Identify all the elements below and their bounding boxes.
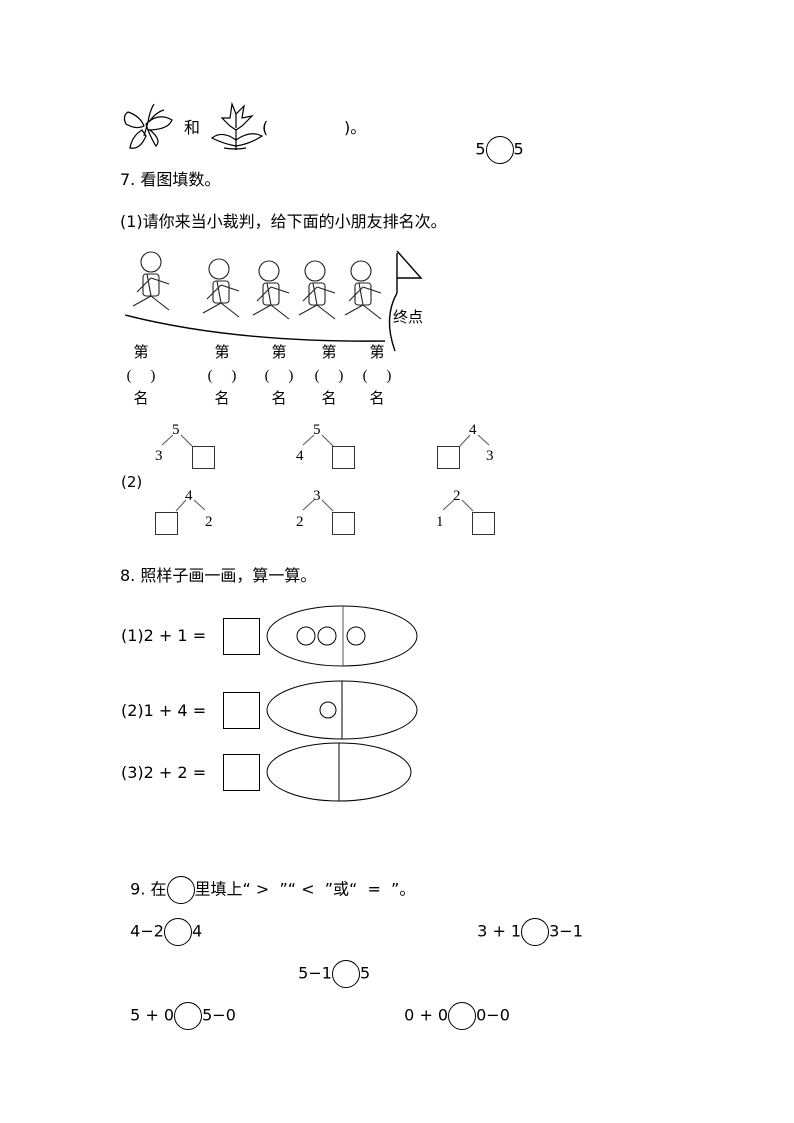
q9-left: 3 + 1 <box>477 921 522 941</box>
q9-compare-circle[interactable] <box>174 1002 203 1030</box>
q9-left: 5−1 <box>298 963 332 983</box>
flower-icon <box>210 101 264 150</box>
bond-answer-box[interactable] <box>472 512 495 535</box>
q9-right: 0−0 <box>476 1005 510 1025</box>
rank-blank[interactable]: ( ) <box>264 368 294 384</box>
q7-part1: (1)请你来当小裁判，给下面的小朋友排名次。 <box>120 212 447 231</box>
rank-top: 第 <box>321 345 337 361</box>
and-label: 和 <box>184 118 201 137</box>
q9-left: 5 + 0 <box>130 1005 175 1025</box>
q9-title-post: 里填上“ > ”“ < ”或“ = ”。 <box>194 879 416 899</box>
compare-right: 5 <box>513 139 524 159</box>
q7-title: 7. 看图填数。 <box>120 170 221 189</box>
rank-top: 第 <box>369 345 385 361</box>
circle-icon <box>296 626 316 646</box>
q9-right: 5−0 <box>202 1005 236 1025</box>
bond-part: 1 <box>436 514 444 530</box>
bond-answer-box[interactable] <box>332 446 355 469</box>
q9-compare-circle[interactable] <box>521 918 550 946</box>
rank-blank[interactable]: ( ) <box>314 368 344 384</box>
bond-lines <box>161 434 490 512</box>
bond-part: 2 <box>296 514 304 530</box>
q9-title-pre: 9. 在 <box>130 879 167 899</box>
q7-part2-label: (2) <box>121 473 143 491</box>
rank-top: 第 <box>214 345 230 361</box>
rank-bottom: 名 <box>321 391 337 407</box>
bond-whole: 4 <box>185 488 193 504</box>
q9-compare-circle[interactable] <box>448 1002 477 1030</box>
q8-answer-box[interactable] <box>223 618 260 655</box>
rank-blank[interactable]: ( ) <box>207 368 237 384</box>
bond-part: 3 <box>486 448 494 464</box>
circle-icon <box>317 626 337 646</box>
q9-left: 0 + 0 <box>404 1005 449 1025</box>
bond-answer-box[interactable] <box>437 446 460 469</box>
q9-item: 0 + 0 0−0 <box>394 982 510 1030</box>
bond-answer-box[interactable] <box>332 512 355 535</box>
q9-item: 5 + 0 5−0 <box>120 982 236 1030</box>
q9-item: 3 + 1 3−1 <box>467 898 583 946</box>
answer-paren-open: ( <box>262 118 269 137</box>
q9-title: 9. 在 里填上“ > ”“ < ”或“ = ”。 <box>120 856 415 904</box>
q9-compare-circle[interactable] <box>331 960 360 988</box>
q9-right: 5 <box>359 963 371 983</box>
q8-oval[interactable] <box>265 678 421 742</box>
bond-part: 3 <box>155 448 163 464</box>
rank-top: 第 <box>133 345 149 361</box>
q8-equation: (1)2 + 1 = <box>121 626 207 645</box>
q8-title: 8. 照样子画一画，算一算。 <box>120 566 317 585</box>
compare-left: 5 <box>475 139 486 159</box>
q8-equation: (2)1 + 4 = <box>121 701 207 720</box>
rank-blank[interactable]: ( ) <box>126 368 156 384</box>
q8-oval[interactable] <box>265 740 415 804</box>
compare-circle[interactable] <box>485 136 514 164</box>
circle-icon <box>346 626 366 646</box>
q8-answer-box[interactable] <box>223 692 260 729</box>
bond-whole: 4 <box>469 422 477 438</box>
bond-whole: 2 <box>453 488 461 504</box>
q9-right: 4 <box>191 921 203 941</box>
answer-blank[interactable] <box>272 114 342 138</box>
q9-item: 5−1 5 <box>288 940 370 988</box>
circle-icon <box>319 701 337 719</box>
bond-whole: 3 <box>313 488 321 504</box>
q9-compare-circle[interactable] <box>163 918 192 946</box>
answer-paren-close: )。 <box>344 118 367 137</box>
bond-whole: 5 <box>313 422 321 438</box>
circle-icon <box>166 876 195 904</box>
q9-item: 4−2 4 <box>120 898 202 946</box>
rank-bottom: 名 <box>133 391 149 407</box>
rank-bottom: 名 <box>214 391 230 407</box>
butterfly-icon <box>123 103 173 149</box>
race-illustration <box>124 250 423 352</box>
rank-blank[interactable]: ( ) <box>362 368 392 384</box>
q9-right: 3−1 <box>549 921 583 941</box>
bond-part: 2 <box>205 514 213 530</box>
bond-answer-box[interactable] <box>155 512 178 535</box>
rank-bottom: 名 <box>369 391 385 407</box>
bond-whole: 5 <box>172 422 180 438</box>
bond-part: 4 <box>296 448 304 464</box>
runners <box>132 251 382 320</box>
q8-answer-box[interactable] <box>223 754 260 791</box>
q8-equation: (3)2 + 2 = <box>121 763 207 782</box>
q9-left: 4−2 <box>130 921 164 941</box>
q8-oval[interactable] <box>265 604 421 670</box>
bond-answer-box[interactable] <box>192 446 215 469</box>
rank-bottom: 名 <box>271 391 287 407</box>
finish-label: 终点 <box>393 310 424 326</box>
rank-top: 第 <box>271 345 287 361</box>
